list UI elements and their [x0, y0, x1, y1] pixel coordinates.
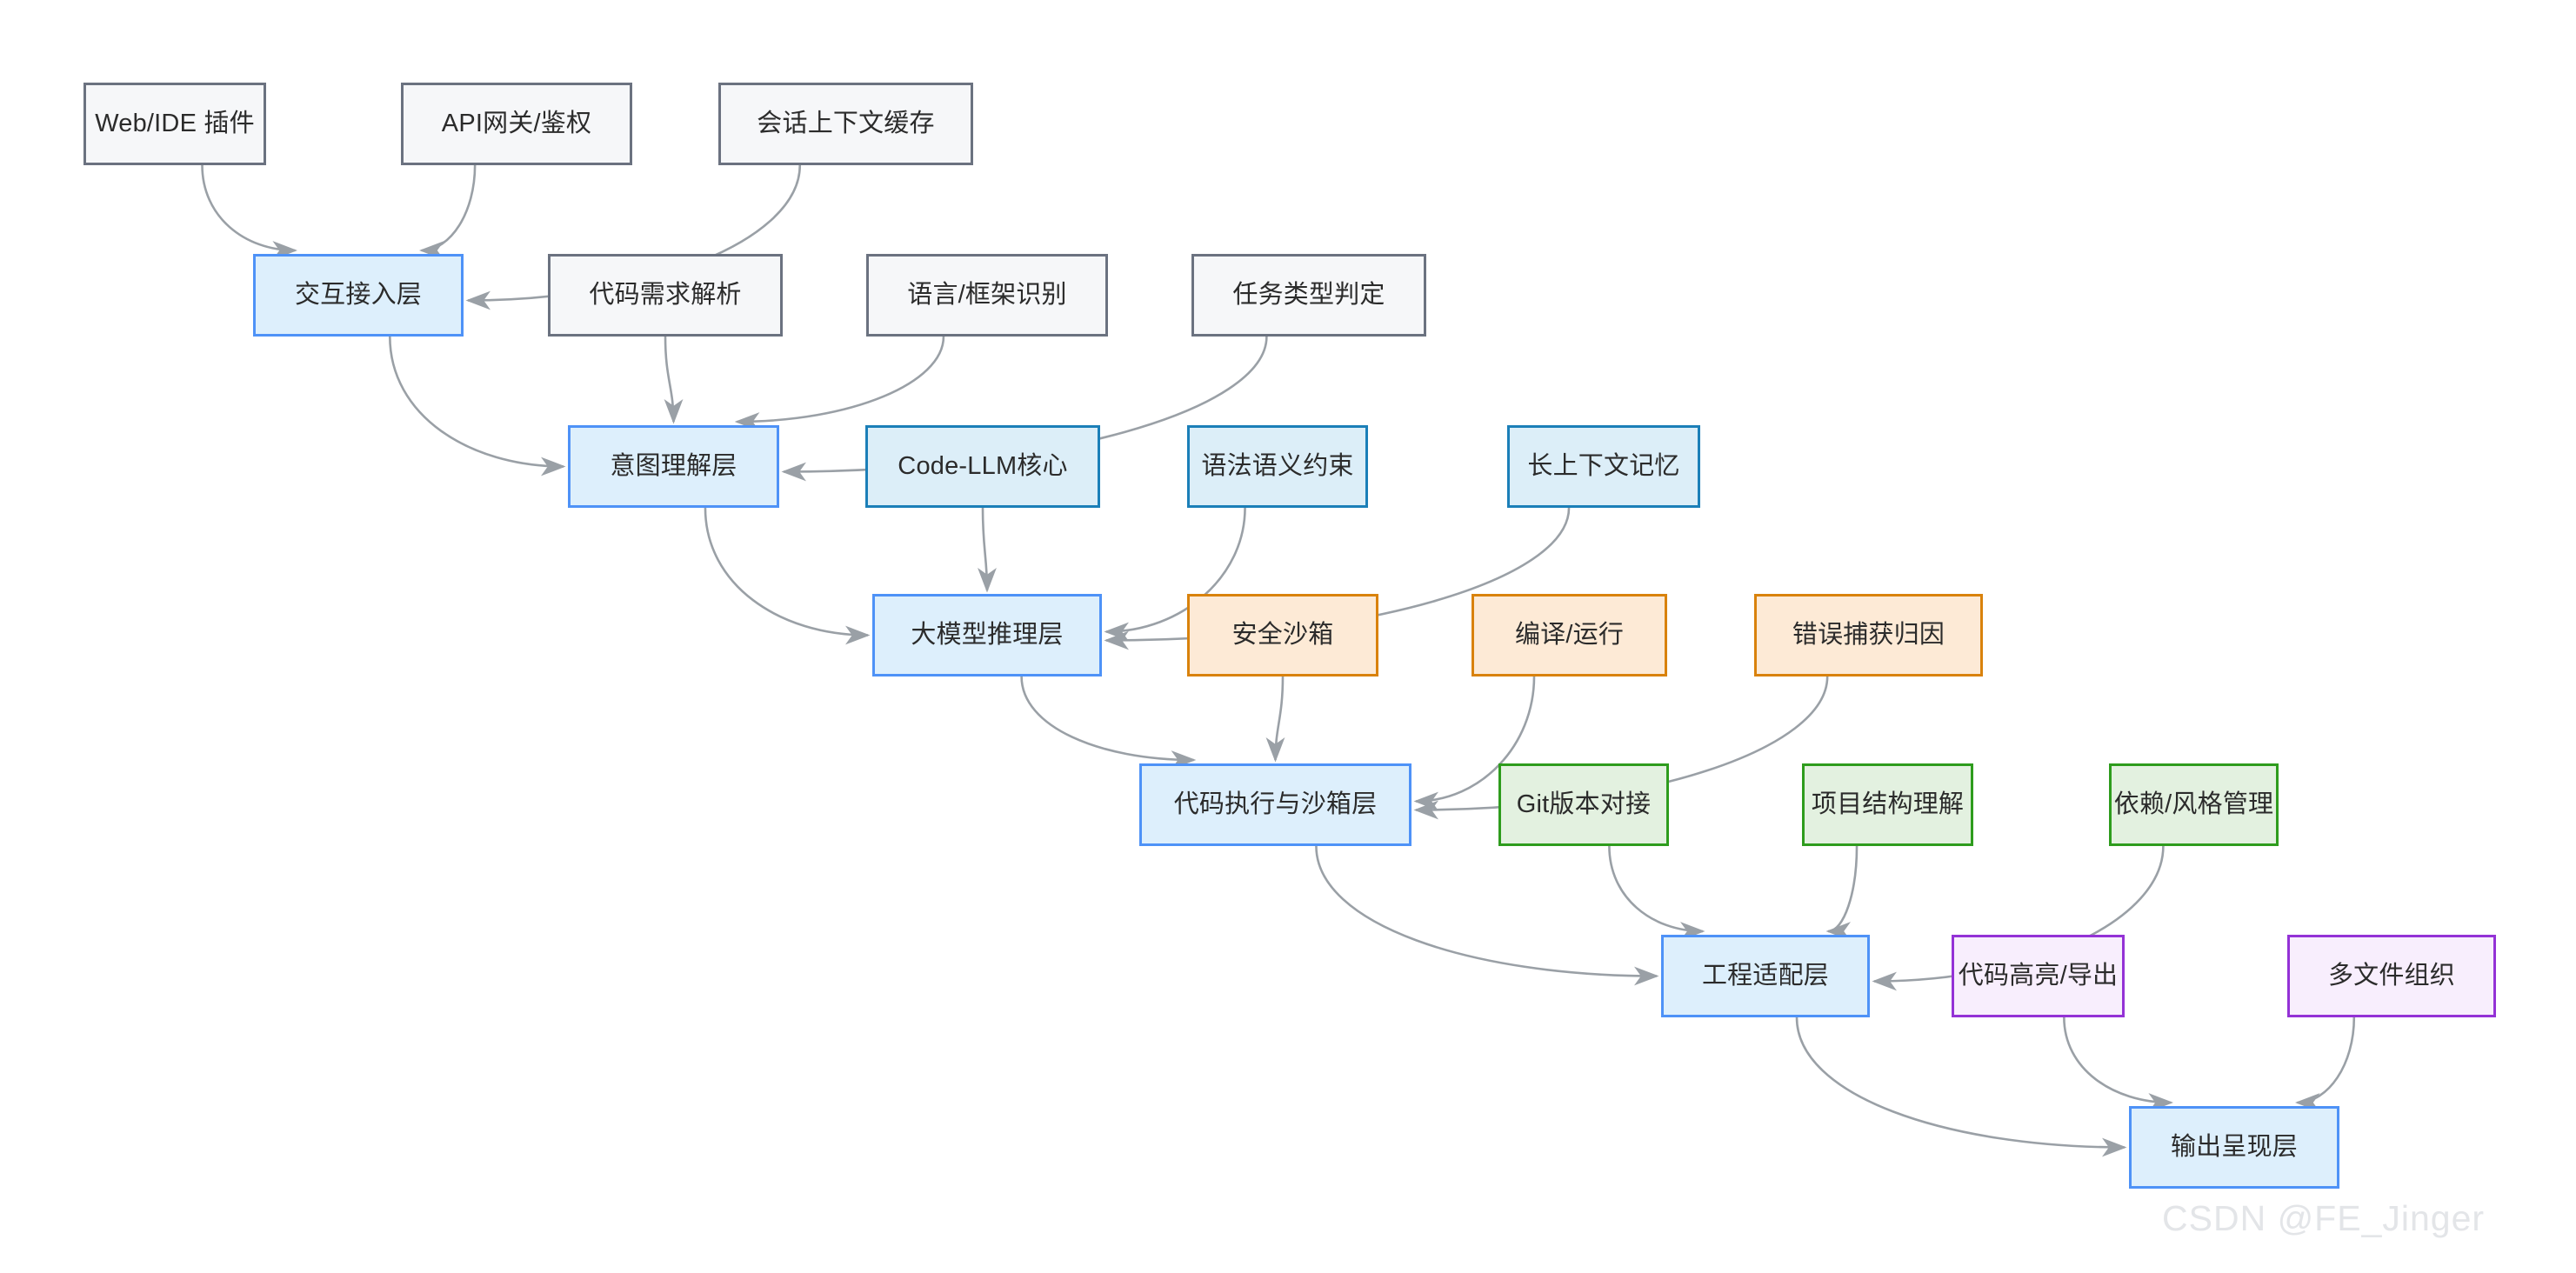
node-interact_layer[interactable]: 交互接入层 [253, 254, 464, 337]
node-multi_file[interactable]: 多文件组织 [2287, 935, 2496, 1017]
node-label: Code-LLM核心 [898, 452, 1068, 481]
node-web_ide[interactable]: Web/IDE 插件 [83, 83, 266, 165]
node-adapt_layer[interactable]: 工程适配层 [1661, 935, 1870, 1017]
node-label: Web/IDE 插件 [95, 110, 255, 138]
node-lang_detect[interactable]: 语言/框架识别 [866, 254, 1108, 337]
node-session_cache[interactable]: 会话上下文缓存 [718, 83, 973, 165]
node-label: 代码需求解析 [589, 281, 742, 310]
node-intent_layer[interactable]: 意图理解层 [568, 425, 779, 508]
edge-web_ide-to-interact_layer [201, 164, 297, 260]
node-label: API网关/鉴权 [441, 110, 592, 138]
edge-intent_layer-to-llm_layer [704, 507, 871, 645]
node-label: 工程适配层 [1701, 962, 1829, 990]
edge-code_export-to-output_layer [2063, 1016, 2173, 1112]
node-label: 代码执行与沙箱层 [1173, 790, 1378, 819]
node-api_gateway[interactable]: API网关/鉴权 [401, 83, 632, 165]
node-llm_layer[interactable]: 大模型推理层 [872, 594, 1102, 676]
node-git_version[interactable]: Git版本对接 [1498, 763, 1669, 846]
node-label: 大模型推理层 [911, 621, 1064, 650]
watermark: CSDN @FE_Jinger [2162, 1198, 2486, 1238]
edge-llm_layer-to-exec_layer [1020, 676, 1197, 770]
edge-interact_layer-to-intent_layer [389, 336, 566, 477]
edge-sandbox-to-exec_layer [1265, 676, 1285, 763]
edge-multi_file-to-output_layer [2295, 1016, 2356, 1112]
node-compile_run[interactable]: 编译/运行 [1472, 594, 1667, 676]
edge-req_parse-to-intent_layer [664, 336, 684, 424]
node-label: 项目结构理解 [1811, 790, 1965, 819]
node-label: 任务类型判定 [1232, 281, 1385, 310]
node-label: 语言/框架识别 [907, 281, 1067, 310]
node-label: Git版本对接 [1516, 790, 1652, 819]
node-error_trace[interactable]: 错误捕获归因 [1754, 594, 1983, 676]
node-label: 错误捕获归因 [1792, 621, 1945, 650]
node-req_parse[interactable]: 代码需求解析 [548, 254, 783, 337]
node-label: 安全沙箱 [1231, 621, 1334, 650]
node-exec_layer[interactable]: 代码执行与沙箱层 [1139, 763, 1411, 846]
node-task_type[interactable]: 任务类型判定 [1191, 254, 1426, 337]
edge-proj_structure-to-adapt_layer [1825, 845, 1859, 941]
node-label: 会话上下文缓存 [757, 110, 935, 138]
node-label: 输出呈现层 [2170, 1133, 2298, 1162]
node-sandbox[interactable]: 安全沙箱 [1187, 594, 1378, 676]
edge-exec_layer-to-adapt_layer [1315, 845, 1659, 986]
node-long_context[interactable]: 长上下文记忆 [1507, 425, 1700, 508]
node-label: 编译/运行 [1514, 621, 1625, 650]
edge-code_llm-to-llm_layer [978, 507, 997, 593]
node-syntax_constr[interactable]: 语法语义约束 [1187, 425, 1368, 508]
node-label: 代码高亮/导出 [1958, 962, 2119, 990]
edge-git_version-to-adapt_layer [1608, 845, 1705, 941]
node-label: 多文件组织 [2327, 962, 2455, 990]
node-code_export[interactable]: 代码高亮/导出 [1952, 935, 2125, 1017]
node-label: 语法语义约束 [1201, 452, 1354, 481]
node-dep_style[interactable]: 依赖/风格管理 [2109, 763, 2279, 846]
node-proj_structure[interactable]: 项目结构理解 [1802, 763, 1973, 846]
node-label: 依赖/风格管理 [2113, 790, 2274, 819]
edge-lang_detect-to-intent_layer [734, 336, 945, 431]
node-label: 交互接入层 [294, 281, 422, 310]
node-label: 意图理解层 [610, 452, 737, 481]
edge-adapt_layer-to-output_layer [1795, 1016, 2127, 1157]
node-output_layer[interactable]: 输出呈现层 [2129, 1106, 2339, 1189]
node-label: 长上下文记忆 [1527, 452, 1680, 481]
node-code_llm[interactable]: Code-LLM核心 [865, 425, 1100, 508]
edge-api_gateway-to-interact_layer [419, 164, 477, 260]
